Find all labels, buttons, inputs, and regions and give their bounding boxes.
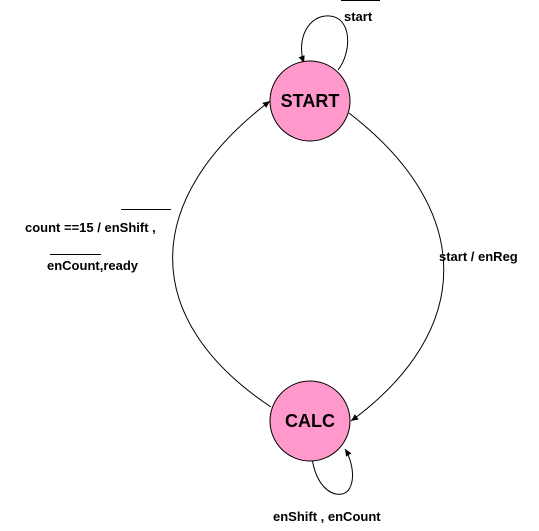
calc-self-loop-arrow bbox=[311, 448, 353, 495]
state-calc-label: CALC bbox=[285, 411, 335, 431]
start-self-loop-label: start bbox=[344, 9, 373, 24]
start-self-loop-arrow bbox=[298, 15, 349, 71]
calc-to-start-arrow bbox=[172, 100, 272, 408]
state-start-label: START bbox=[281, 91, 340, 111]
start-to-calc-arrow bbox=[348, 112, 445, 422]
state-calc[interactable]: CALC bbox=[269, 380, 351, 462]
state-start-circle bbox=[269, 60, 351, 142]
calc-to-start-label-line2: enCount,ready bbox=[47, 258, 139, 273]
calc-self-loop-label: enShift , enCount bbox=[273, 509, 381, 524]
start-to-calc-label: start / enReg bbox=[439, 249, 518, 264]
state-calc-circle bbox=[269, 380, 351, 462]
state-start[interactable]: START bbox=[269, 60, 351, 142]
calc-to-start-label-line1: count ==15 / enShift , bbox=[25, 220, 156, 235]
